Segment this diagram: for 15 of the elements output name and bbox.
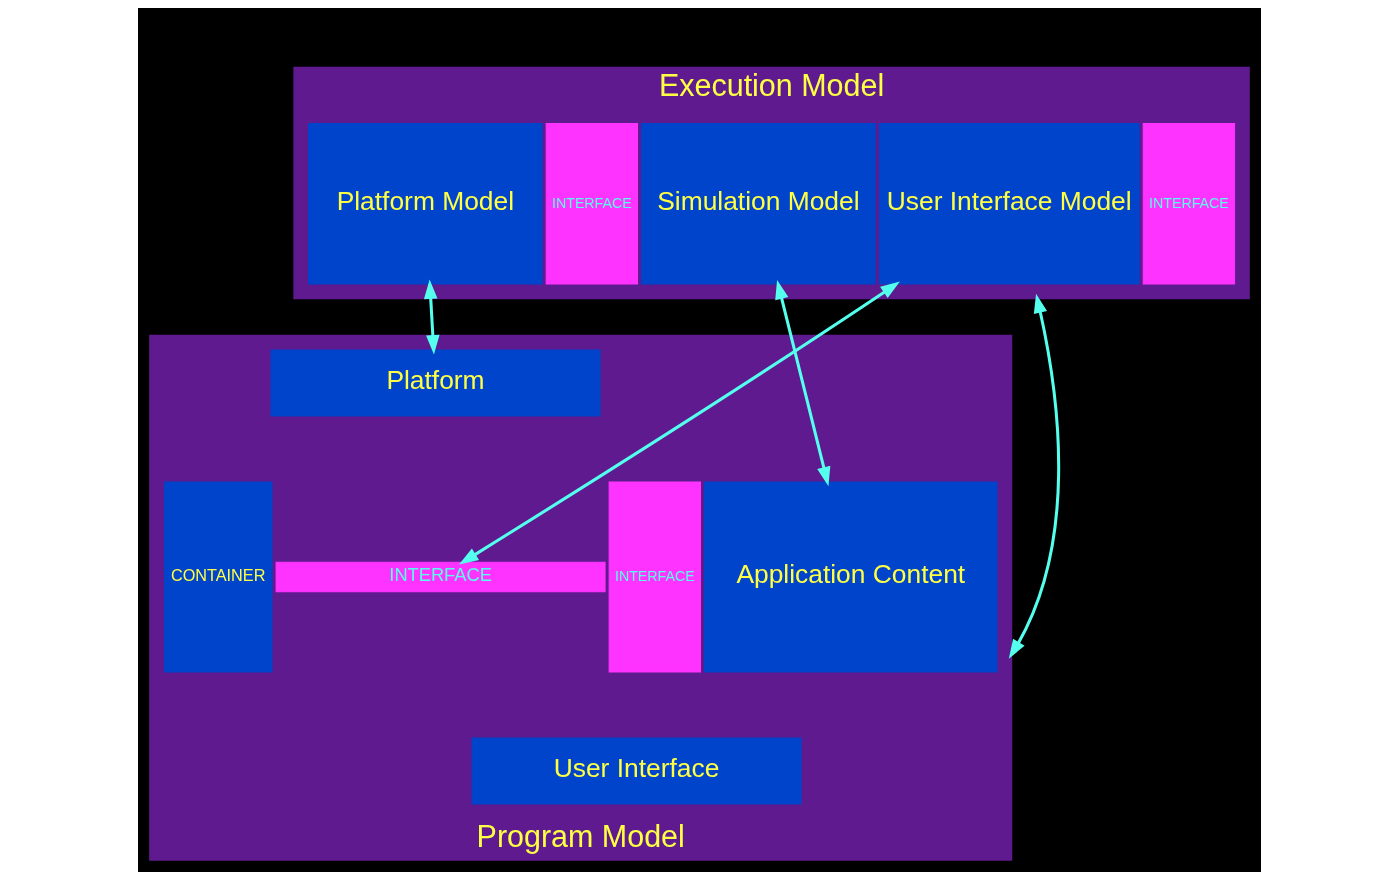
node-box: INTERFACE — [545, 123, 639, 285]
node-box: User Interface — [471, 737, 802, 805]
node-box: CONTAINER — [163, 481, 273, 673]
arrow — [459, 281, 900, 565]
node-box: Platform — [270, 349, 601, 417]
node-box: INTERFACE — [608, 481, 702, 673]
node-box: INTERFACE — [1142, 123, 1236, 285]
arrow — [1008, 293, 1061, 659]
node-box: Simulation Model — [641, 123, 876, 285]
node-box: INTERFACE — [275, 561, 606, 593]
node-box: User Interface Model — [878, 123, 1140, 285]
node-box: Platform Model — [308, 123, 543, 285]
arrow — [423, 279, 440, 355]
arrow — [775, 279, 831, 487]
node-box: Application Content — [704, 481, 998, 673]
